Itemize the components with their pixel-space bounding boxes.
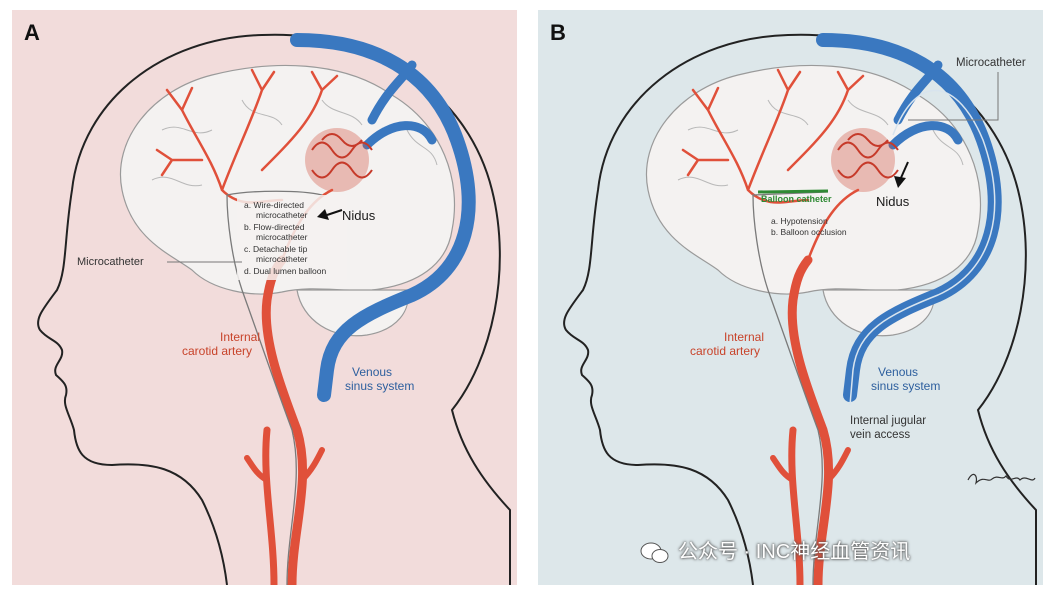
microcatheter-label: Microcatheter bbox=[956, 57, 1026, 69]
nidus-label: Nidus bbox=[876, 194, 910, 209]
nidus-arrow bbox=[326, 209, 343, 216]
nidus bbox=[831, 128, 895, 192]
head-outline bbox=[563, 33, 1037, 585]
microcatheter-label: Microcatheter bbox=[77, 256, 144, 268]
catheter-option: microcatheter bbox=[256, 254, 308, 264]
panel-b-illustration bbox=[538, 10, 1043, 585]
panel-b-letter: B bbox=[550, 20, 566, 45]
artery-branches bbox=[681, 68, 865, 262]
panel-b: B Microcatheter Balloon catheter Nidus a… bbox=[538, 10, 1043, 585]
nidus-arrow bbox=[899, 161, 909, 181]
options-box bbox=[237, 195, 347, 280]
watermark: 公众号 · INC神经血管资讯 bbox=[640, 535, 910, 564]
internal-label: Internal bbox=[724, 330, 765, 344]
panel-a-letter: A bbox=[24, 20, 40, 45]
panel-a-illustration bbox=[12, 10, 517, 585]
internal-label: Internal bbox=[220, 330, 261, 344]
internal-carotid-artery bbox=[787, 255, 834, 585]
balloon-catheter bbox=[752, 191, 829, 585]
carotid-artery-label: carotid artery bbox=[690, 344, 761, 358]
watermark-text: 公众号 · INC神经血管资讯 bbox=[678, 541, 911, 563]
catheter-option: microcatheter bbox=[256, 210, 308, 220]
catheter-option: b. Flow-directed bbox=[244, 222, 305, 232]
wechat-icon bbox=[640, 542, 669, 563]
balloon-segment bbox=[757, 189, 829, 194]
head-outline bbox=[37, 33, 511, 585]
nidus bbox=[305, 128, 369, 192]
catheter-option: c. Detachable tip bbox=[244, 244, 308, 254]
venous-microcatheter bbox=[849, 89, 996, 406]
catheter-option: microcatheter bbox=[256, 232, 308, 242]
sinus-system-label: sinus system bbox=[345, 379, 415, 393]
nidus-label: Nidus bbox=[342, 208, 376, 223]
microcatheter-leader bbox=[908, 72, 999, 121]
venous-label: Venous bbox=[878, 365, 919, 379]
venous-label: Venous bbox=[352, 365, 393, 379]
catheter-option: a. Wire-directed bbox=[244, 200, 304, 210]
catheter-option: d. Dual lumen balloon bbox=[244, 266, 327, 276]
option-item: a. Hypotension bbox=[771, 216, 828, 226]
signature bbox=[967, 473, 1036, 485]
microcatheter bbox=[226, 190, 323, 585]
panel-a: A Nidus Microcatheter Internal carotid a… bbox=[12, 10, 517, 585]
balloon-catheter-label: Balloon catheter bbox=[761, 194, 832, 204]
internal-carotid-artery bbox=[261, 255, 308, 585]
carotid-artery-label: carotid artery bbox=[182, 344, 253, 358]
vein-access-label: vein access bbox=[850, 429, 911, 441]
venous-sinus bbox=[290, 33, 476, 402]
option-item: b. Balloon occlusion bbox=[771, 227, 847, 237]
jugular-label: Internal jugular bbox=[850, 415, 927, 427]
sinus-system-label: sinus system bbox=[871, 379, 941, 393]
